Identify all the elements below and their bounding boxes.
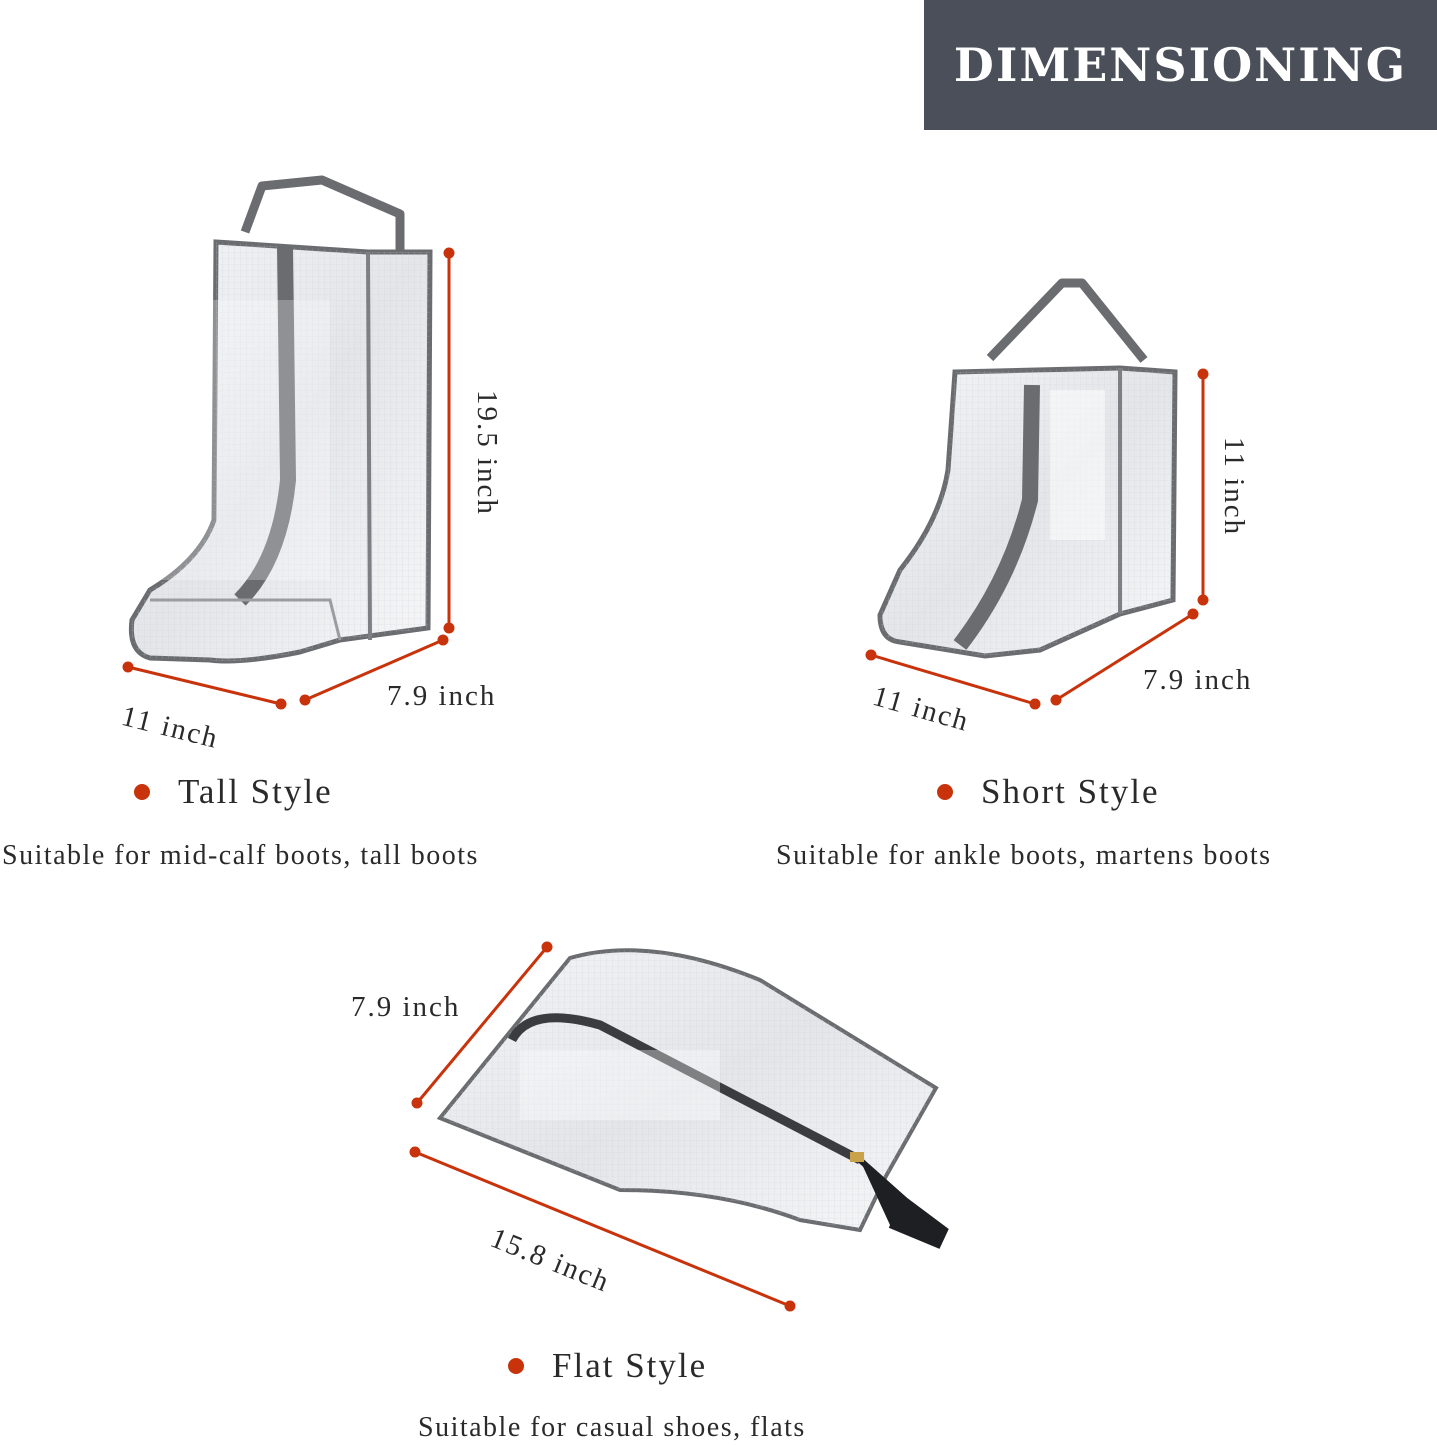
tall-dimension-lines [122,247,455,710]
flat-width-label: 7.9 inch [351,991,461,1023]
short-height-label: 11 inch [1218,437,1250,537]
flat-dimension-lines [409,941,796,1312]
tall-style-description: Suitable for mid-calf boots, tall boots [2,840,479,871]
flat-shoe-bag-image [436,948,949,1249]
bullet-icon [508,1358,524,1374]
short-boot-bag-image [877,278,1178,659]
flat-style-description: Suitable for casual shoes, flats [418,1412,806,1443]
tall-height-label: 19.5 inch [471,390,503,516]
short-depth-label: 7.9 inch [1143,664,1253,696]
bullet-icon [937,784,953,800]
bullet-icon [134,784,150,800]
banner-title: DIMENSIONING [953,38,1408,92]
short-dimension-lines [865,368,1209,710]
short-style-name: Short Style [981,772,1160,811]
tall-boot-bag-image [128,175,433,664]
short-style-title: Short Style [937,772,1160,812]
tall-style-title: Tall Style [134,772,333,812]
short-style-description: Suitable for ankle boots, martens boots [776,840,1272,871]
flat-style-title: Flat Style [508,1346,707,1386]
header-banner: DIMENSIONING [924,0,1437,130]
tall-style-name: Tall Style [178,772,333,811]
tall-depth-label: 7.9 inch [387,680,497,712]
flat-style-name: Flat Style [552,1346,708,1385]
